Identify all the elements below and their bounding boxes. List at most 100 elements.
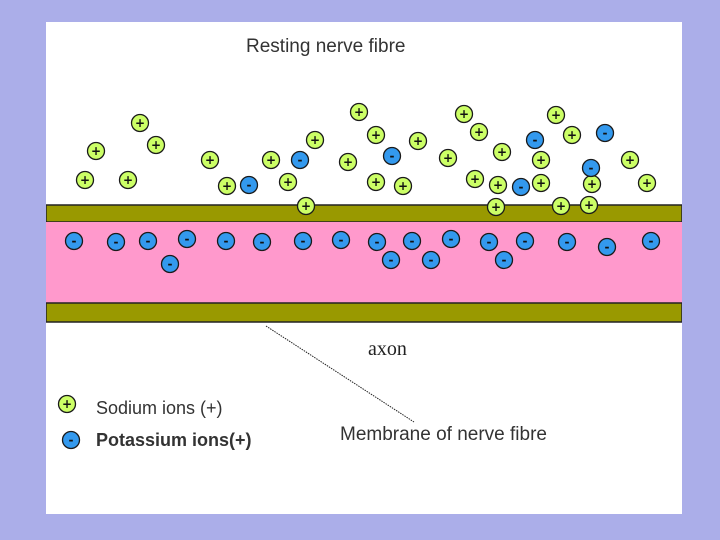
- potassium-ion: -: [138, 231, 158, 251]
- svg-text:-: -: [533, 133, 538, 147]
- potassium-ion: -: [290, 150, 310, 170]
- svg-text:-: -: [523, 234, 528, 248]
- potassium-ion: -: [382, 146, 402, 166]
- svg-text:+: +: [398, 179, 408, 193]
- svg-text:+: +: [80, 173, 90, 187]
- svg-text:-: -: [449, 232, 454, 246]
- svg-text:+: +: [443, 151, 453, 165]
- legend-sodium-label: Sodium ions (+): [96, 398, 223, 418]
- svg-text:-: -: [260, 235, 265, 249]
- sodium-ion: +: [620, 150, 640, 170]
- sodium-ion: +: [531, 150, 551, 170]
- svg-text:+: +: [587, 177, 597, 191]
- sodium-ion: +: [551, 196, 571, 216]
- svg-text:+: +: [371, 175, 381, 189]
- sodium-ion: +: [562, 125, 582, 145]
- svg-text:-: -: [375, 235, 380, 249]
- svg-text:-: -: [298, 153, 303, 167]
- potassium-ion: -: [421, 250, 441, 270]
- sodium-ion: +: [261, 150, 281, 170]
- svg-text:-: -: [605, 240, 610, 254]
- svg-text:+: +: [474, 125, 484, 139]
- sodium-ion: +: [393, 176, 413, 196]
- svg-text:-: -: [389, 253, 394, 267]
- sodium-ion: +: [296, 196, 316, 216]
- svg-text:+: +: [642, 176, 652, 190]
- svg-text:-: -: [72, 234, 77, 248]
- potassium-ion: -: [402, 231, 422, 251]
- svg-text:-: -: [410, 234, 415, 248]
- sodium-ion: +: [86, 141, 106, 161]
- sodium-ion: +: [366, 172, 386, 192]
- sodium-ion: +: [546, 105, 566, 125]
- potassium-ion: -: [581, 158, 601, 178]
- sodium-ion: +: [75, 170, 95, 190]
- svg-text:+: +: [123, 173, 133, 187]
- potassium-ion: -: [494, 250, 514, 270]
- potassium-ion: -: [557, 232, 577, 252]
- sodium-ion: +: [579, 195, 599, 215]
- svg-text:+: +: [343, 155, 353, 169]
- svg-text:-: -: [146, 234, 151, 248]
- sodium-ion: +: [408, 131, 428, 151]
- svg-text:-: -: [247, 178, 252, 192]
- sodium-ion: +: [349, 102, 369, 122]
- sodium-ion: +: [146, 135, 166, 155]
- svg-text:-: -: [301, 234, 306, 248]
- svg-text:+: +: [222, 179, 232, 193]
- svg-text:+: +: [62, 397, 72, 411]
- svg-text:-: -: [589, 161, 594, 175]
- potassium-ion: -: [331, 230, 351, 250]
- nerve-fibre-diagram: Resting nerve fibre ++++++++++++++++++++…: [46, 36, 682, 450]
- svg-text:-: -: [502, 253, 507, 267]
- svg-text:+: +: [413, 134, 423, 148]
- potassium-ion: -: [367, 232, 387, 252]
- potassium-ion: -: [64, 231, 84, 251]
- sodium-ion: +: [338, 152, 358, 172]
- svg-text:+: +: [459, 107, 469, 121]
- potassium-ion: -: [160, 254, 180, 274]
- potassium-ion: -: [252, 232, 272, 252]
- svg-text:+: +: [371, 128, 381, 142]
- sodium-ion: +: [531, 173, 551, 193]
- sodium-ion: +: [486, 197, 506, 217]
- sodium-ion: +: [57, 394, 77, 414]
- svg-text:+: +: [584, 198, 594, 212]
- svg-text:-: -: [487, 235, 492, 249]
- sodium-ion: +: [492, 142, 512, 162]
- potassium-ion: -: [381, 250, 401, 270]
- potassium-ion: -: [441, 229, 461, 249]
- potassium-ion: -: [597, 237, 617, 257]
- svg-text:+: +: [354, 105, 364, 119]
- svg-text:+: +: [283, 175, 293, 189]
- potassium-ion: -: [239, 175, 259, 195]
- potassium-ion: -: [511, 177, 531, 197]
- svg-text:+: +: [470, 172, 480, 186]
- svg-text:-: -: [390, 149, 395, 163]
- svg-text:-: -: [114, 235, 119, 249]
- potassium-ion: -: [106, 232, 126, 252]
- sodium-ion: +: [366, 125, 386, 145]
- potassium-ion: -: [479, 232, 499, 252]
- sodium-ion: +: [305, 130, 325, 150]
- membrane-pointer-line: [265, 325, 415, 423]
- svg-text:+: +: [493, 178, 503, 192]
- svg-text:+: +: [536, 153, 546, 167]
- svg-text:-: -: [69, 433, 74, 447]
- svg-text:+: +: [151, 138, 161, 152]
- svg-text:+: +: [301, 199, 311, 213]
- svg-text:+: +: [556, 199, 566, 213]
- sodium-ion: +: [217, 176, 237, 196]
- svg-text:+: +: [91, 144, 101, 158]
- potassium-ion: -: [641, 231, 661, 251]
- legend-potassium-icon: -: [61, 430, 81, 450]
- potassium-ion: -: [515, 231, 535, 251]
- sodium-ion: +: [469, 122, 489, 142]
- potassium-ion: -: [595, 123, 615, 143]
- diagram-title: Resting nerve fibre: [246, 36, 405, 57]
- sodium-ion: +: [278, 172, 298, 192]
- svg-text:+: +: [491, 200, 501, 214]
- sodium-ion: +: [465, 169, 485, 189]
- svg-text:+: +: [497, 145, 507, 159]
- potassium-ion: -: [525, 130, 545, 150]
